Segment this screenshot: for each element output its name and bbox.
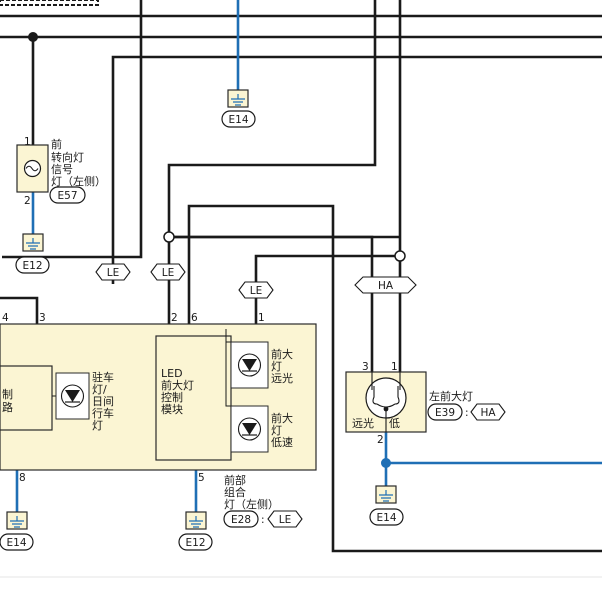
svg-text:3: 3	[39, 312, 46, 324]
high-beam-led	[230, 341, 269, 389]
svg-text:LE: LE	[279, 514, 291, 526]
svg-text:灯/: 灯/	[92, 383, 107, 396]
svg-text:LE: LE	[162, 267, 174, 279]
svg-text:1: 1	[258, 312, 265, 324]
svg-text:E39: E39	[435, 407, 455, 419]
svg-text:E14: E14	[7, 537, 27, 549]
tag-ha-wire: HA	[354, 276, 417, 294]
svg-text:前大: 前大	[271, 347, 293, 361]
svg-text:信号: 信号	[51, 163, 73, 176]
splice-point	[381, 458, 391, 468]
svg-text:5: 5	[198, 472, 205, 484]
svg-text:E57: E57	[58, 190, 78, 202]
svg-text:灯: 灯	[92, 419, 103, 432]
svg-text:E12: E12	[23, 260, 43, 272]
svg-text:LED: LED	[161, 367, 183, 380]
ground-symbol-e14-right	[375, 485, 397, 504]
svg-text:1: 1	[24, 136, 31, 148]
connector-e14-right: E14	[369, 508, 404, 526]
svg-text:低速: 低速	[271, 436, 293, 449]
svg-text:行车: 行车	[92, 406, 114, 420]
svg-text:E14: E14	[377, 512, 397, 524]
splice-point	[28, 32, 38, 42]
svg-text:转向灯: 转向灯	[51, 150, 84, 164]
svg-text:LE: LE	[250, 285, 262, 297]
svg-text:低: 低	[389, 417, 400, 430]
svg-text:前: 前	[51, 137, 62, 151]
front-combination-lamp: 4 3 2 6 1 8 5 制 路 驻车 灯/ 日间 行车 灯 LED 前大灯 …	[0, 312, 317, 484]
svg-text:前大灯: 前大灯	[161, 378, 194, 392]
svg-text:灯: 灯	[271, 360, 282, 373]
ground-symbol-e14-left	[6, 511, 28, 530]
svg-text:远光: 远光	[271, 371, 293, 385]
label-front-combo: 组合	[224, 485, 246, 499]
tag-le-e28: LE	[267, 510, 303, 528]
svg-text:HA: HA	[378, 280, 394, 292]
splice-point	[394, 250, 406, 262]
svg-text:6: 6	[191, 312, 198, 324]
label-left-headlamp: 左前大灯	[429, 389, 473, 403]
svg-text:前大: 前大	[271, 411, 293, 425]
svg-text:制: 制	[2, 388, 13, 401]
svg-text:E28: E28	[231, 514, 251, 526]
svg-text:灯: 灯	[271, 424, 282, 437]
svg-text:路: 路	[2, 401, 13, 414]
label-front-combo: 灯（左侧）	[224, 498, 279, 511]
svg-text:2: 2	[171, 312, 178, 324]
connector-e14-bottom-left: E14	[0, 533, 34, 551]
svg-text:驻车: 驻车	[92, 370, 114, 384]
svg-text:E14: E14	[229, 114, 249, 126]
left-headlamp: 3 1 2 远光 低	[345, 361, 427, 446]
svg-text:LE: LE	[107, 267, 119, 279]
svg-text:灯（左侧）: 灯（左侧）	[51, 175, 106, 188]
separator: :	[261, 514, 265, 526]
svg-text:日间: 日间	[92, 395, 114, 408]
svg-text:1: 1	[391, 361, 398, 373]
svg-text:2: 2	[24, 195, 31, 207]
svg-text:控制: 控制	[161, 390, 183, 404]
label-front-combo: 前部	[224, 473, 246, 487]
svg-text:模块: 模块	[161, 403, 183, 416]
svg-text:远光: 远光	[352, 416, 374, 430]
connector-e57: E57	[49, 186, 86, 204]
svg-text:4: 4	[2, 312, 9, 324]
parking-lamp-led	[55, 372, 90, 420]
svg-text:HA: HA	[480, 407, 496, 419]
tag-le-3: LE	[238, 281, 274, 299]
svg-text:3: 3	[362, 361, 369, 373]
connector-e39: E39	[427, 403, 463, 421]
connector-e28: E28	[223, 510, 259, 528]
ground-symbol-e12-bottom	[185, 511, 207, 530]
tag-le-2: LE	[150, 263, 186, 281]
splice-point	[163, 231, 175, 243]
connector-e12-left: E12	[15, 256, 50, 274]
ground-symbol-e12-left	[22, 233, 44, 252]
turn-signal-lamp: 1 2 前 转向灯 信号 灯（左侧）	[16, 136, 106, 207]
connector-e14-top: E14	[221, 110, 256, 128]
svg-text:8: 8	[19, 472, 26, 484]
separator: :	[465, 407, 469, 419]
frame-edge	[0, 0, 99, 6]
tag-le-1: LE	[95, 263, 131, 281]
svg-text:E12: E12	[186, 537, 206, 549]
tag-ha-e39: HA	[470, 403, 506, 421]
low-beam-led	[230, 405, 269, 453]
ground-symbol-top	[227, 89, 249, 108]
svg-text:2: 2	[377, 434, 384, 446]
connector-e12-bottom: E12	[178, 533, 213, 551]
